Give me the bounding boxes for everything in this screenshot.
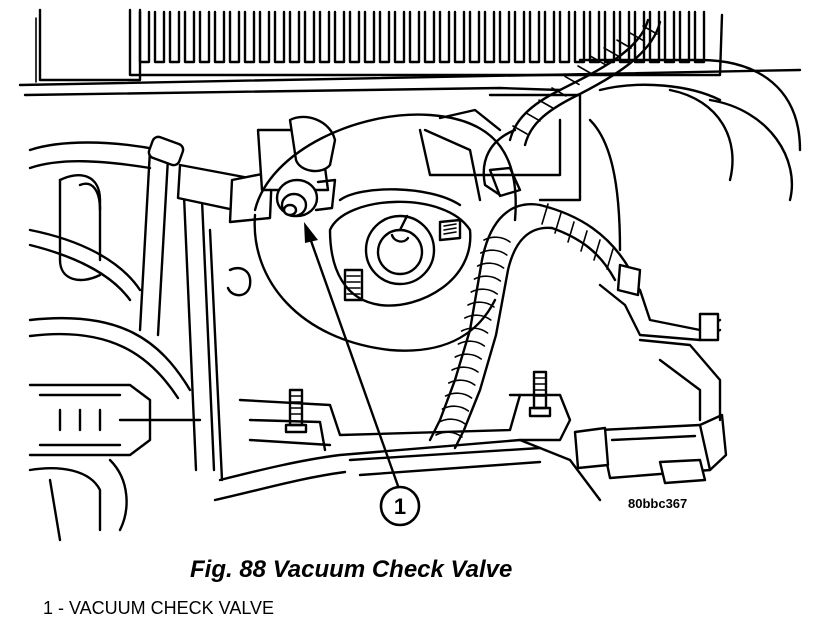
- booster-stud-lower: [343, 268, 364, 302]
- callout-leader: [304, 222, 400, 488]
- legend-item: 1 - VACUUM CHECK VALVE: [43, 598, 275, 618]
- cowl-grille: [18, 8, 802, 97]
- right-components: [418, 58, 802, 422]
- booster-stud-upper: [438, 218, 462, 242]
- callout-number: 1: [394, 494, 406, 519]
- brake-booster: [226, 108, 517, 352]
- vacuum-check-valve: [176, 115, 337, 224]
- lower-bracket: [213, 370, 602, 502]
- corrugated-hose: [428, 203, 722, 450]
- electrical-connector: [573, 413, 728, 485]
- figure-caption: Fig. 88 Vacuum Check Valve: [190, 556, 513, 583]
- bracket-bolt-left: [284, 388, 308, 434]
- left-hoses: [28, 135, 224, 542]
- bracket-bolt-right: [528, 370, 552, 418]
- callout-1: 1: [379, 485, 421, 527]
- figure-code: 80bbc367: [628, 496, 688, 511]
